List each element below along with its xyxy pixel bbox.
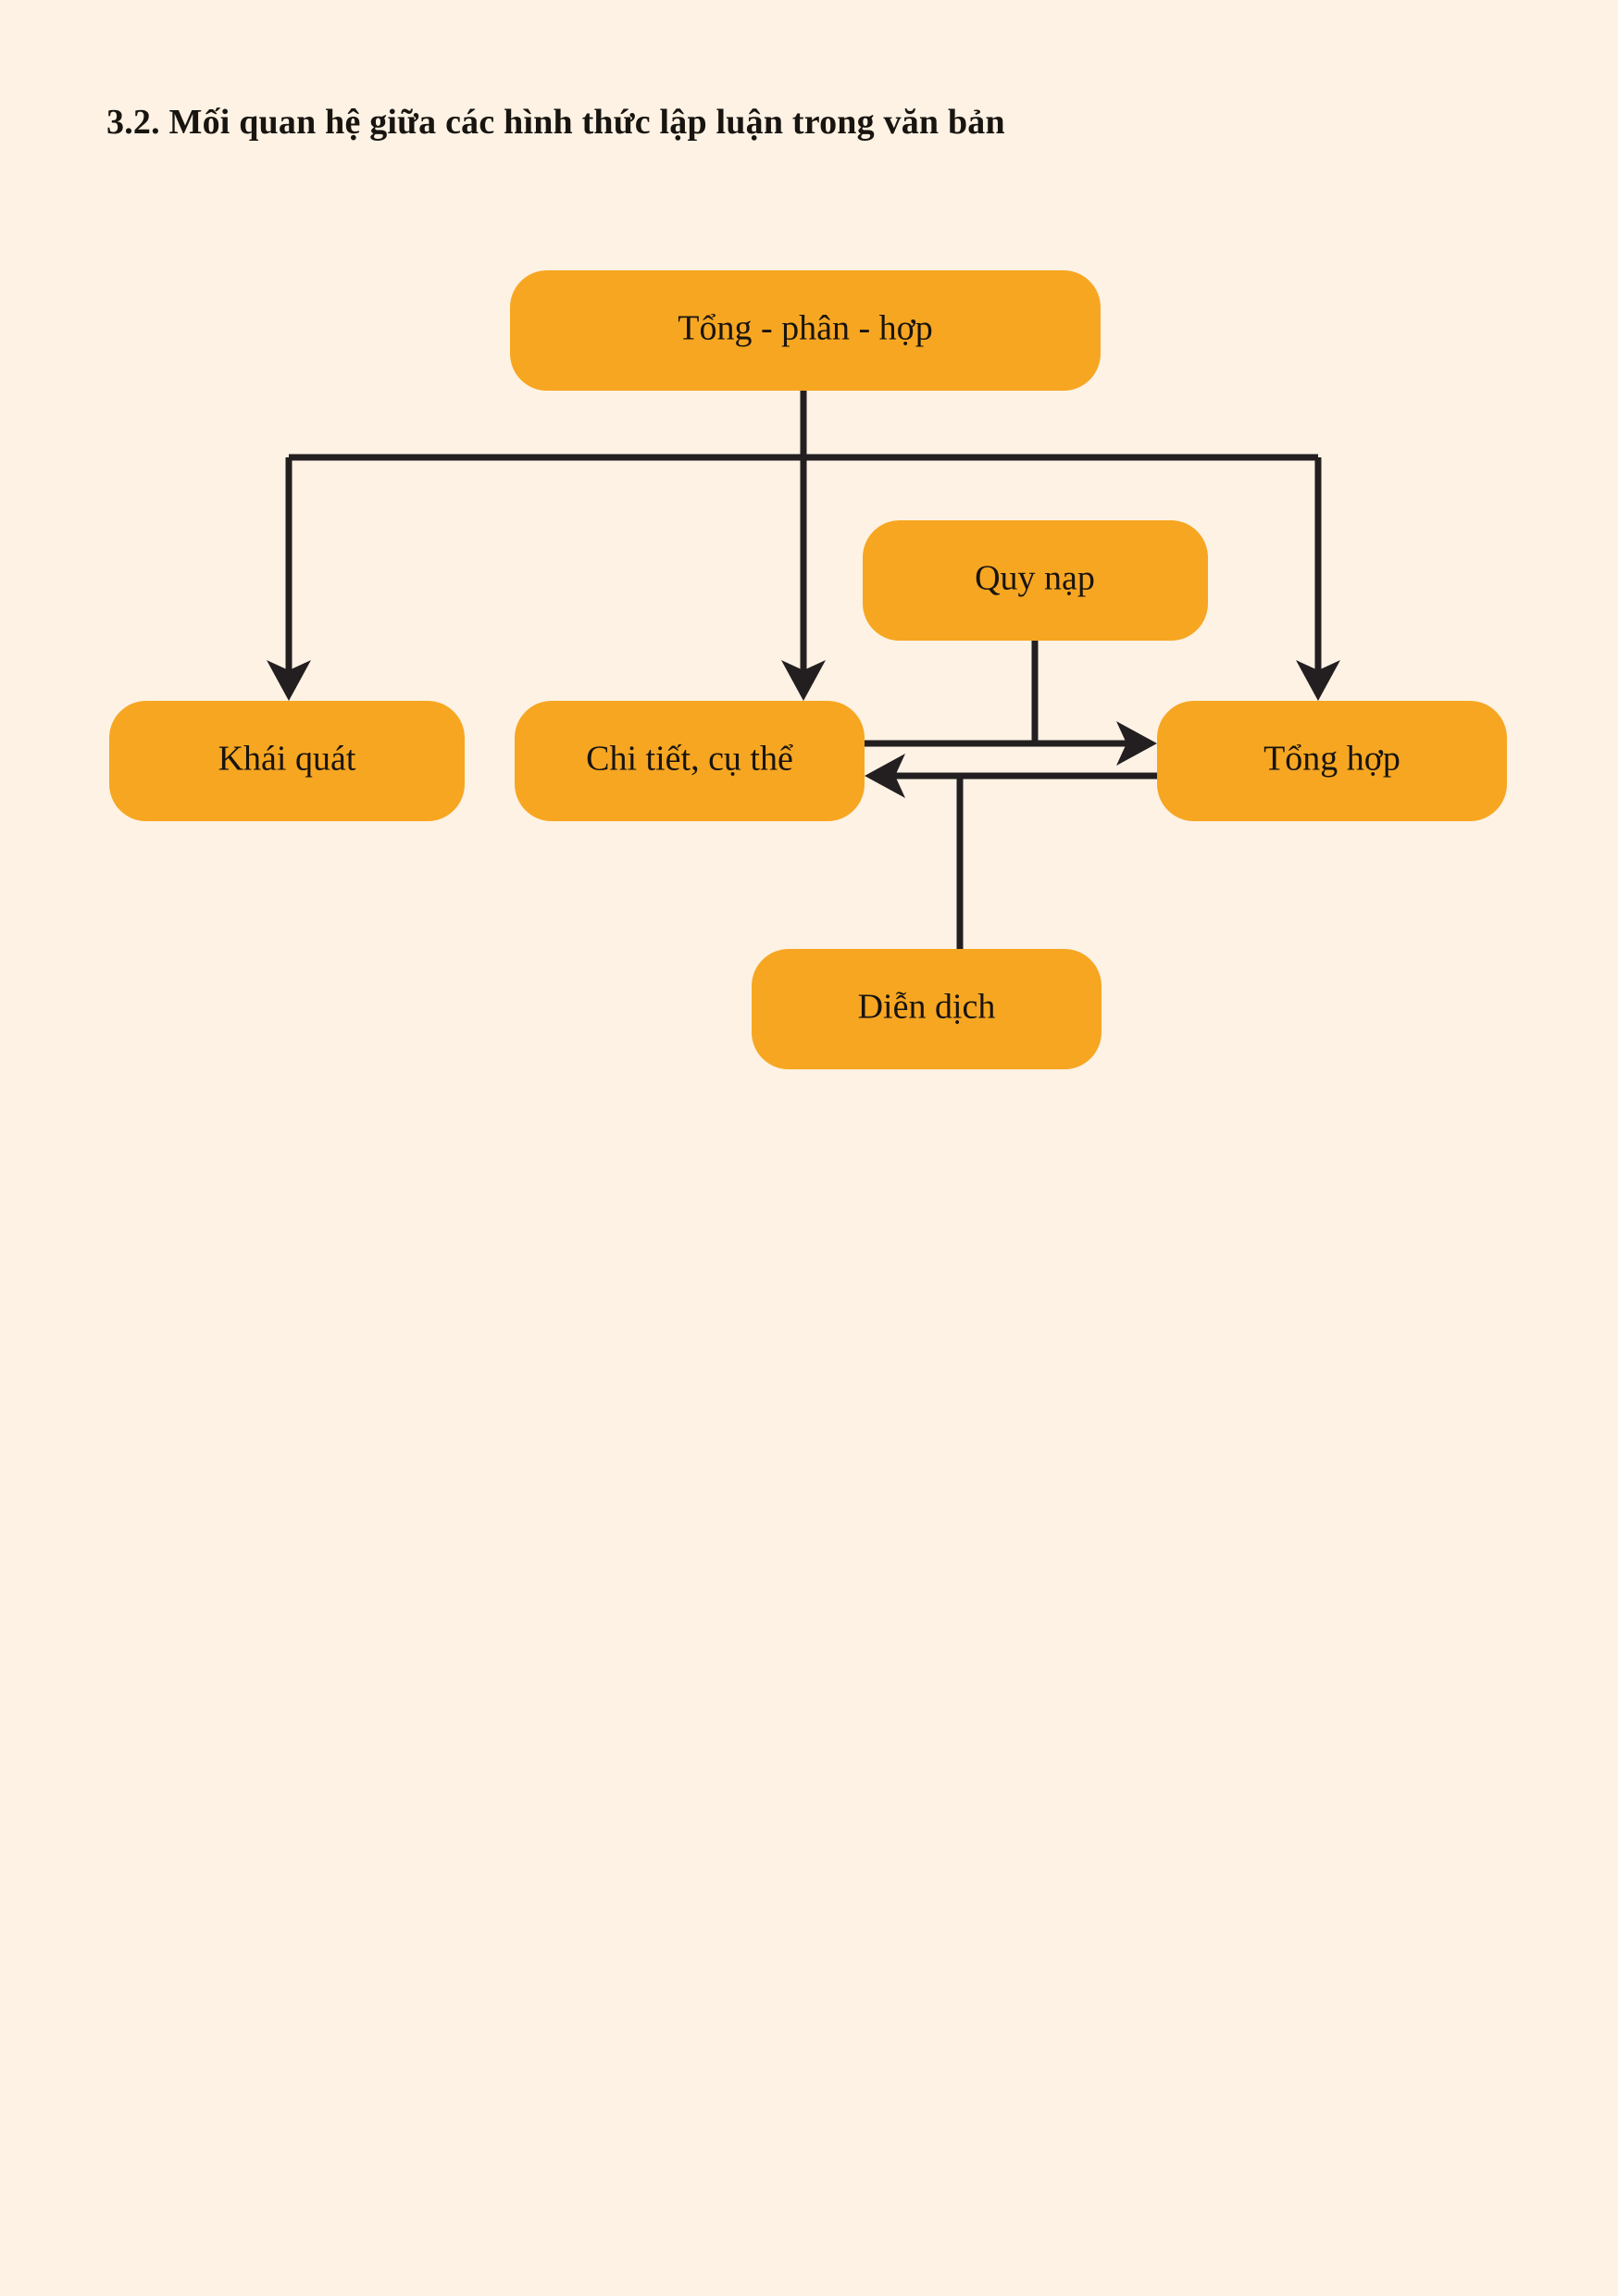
edge-tong-hop-to-chi-tiet (865, 754, 1157, 798)
node-khai-quat[interactable]: Khái quát (109, 701, 465, 821)
node-tong-phan-hop-label: Tổng - phân - hợp (678, 309, 932, 348)
node-chi-tiet-cu-the[interactable]: Chi tiết, cụ thể (515, 701, 865, 821)
node-dien-dich-label: Diễn dịch (858, 988, 996, 1027)
node-quy-nap-shape[interactable] (863, 520, 1208, 641)
node-khai-quat-shape[interactable] (109, 701, 465, 821)
node-tong-hop-shape[interactable] (1157, 701, 1507, 821)
edge-to-tong-hop (1296, 457, 1340, 701)
node-dien-dich-shape[interactable] (752, 949, 1101, 1069)
relationship-flowchart: Tổng - phân - hợp Quy nạp Khái quát Chi … (109, 270, 1507, 1069)
node-tong-hop-label: Tổng hợp (1263, 740, 1400, 779)
edge-to-chi-tiet-cu-the (781, 457, 826, 701)
node-dien-dich[interactable]: Diễn dịch (752, 949, 1101, 1069)
node-chi-tiet-cu-the-label: Chi tiết, cụ thể (586, 740, 793, 779)
edge-to-khai-quat (267, 457, 311, 701)
node-tong-hop[interactable]: Tổng hợp (1157, 701, 1507, 821)
edge-chi-tiet-to-tong-hop (865, 721, 1157, 766)
node-tong-phan-hop[interactable]: Tổng - phân - hợp (510, 270, 1101, 391)
node-tong-phan-hop-shape[interactable] (510, 270, 1101, 391)
node-khai-quat-label: Khái quát (218, 740, 356, 779)
node-chi-tiet-cu-the-shape[interactable] (515, 701, 865, 821)
node-quy-nap-label: Quy nạp (975, 559, 1095, 598)
page-title: 3.2. Mối quan hệ giữa các hình thức lập … (106, 103, 1005, 142)
node-quy-nap[interactable]: Quy nạp (863, 520, 1208, 641)
